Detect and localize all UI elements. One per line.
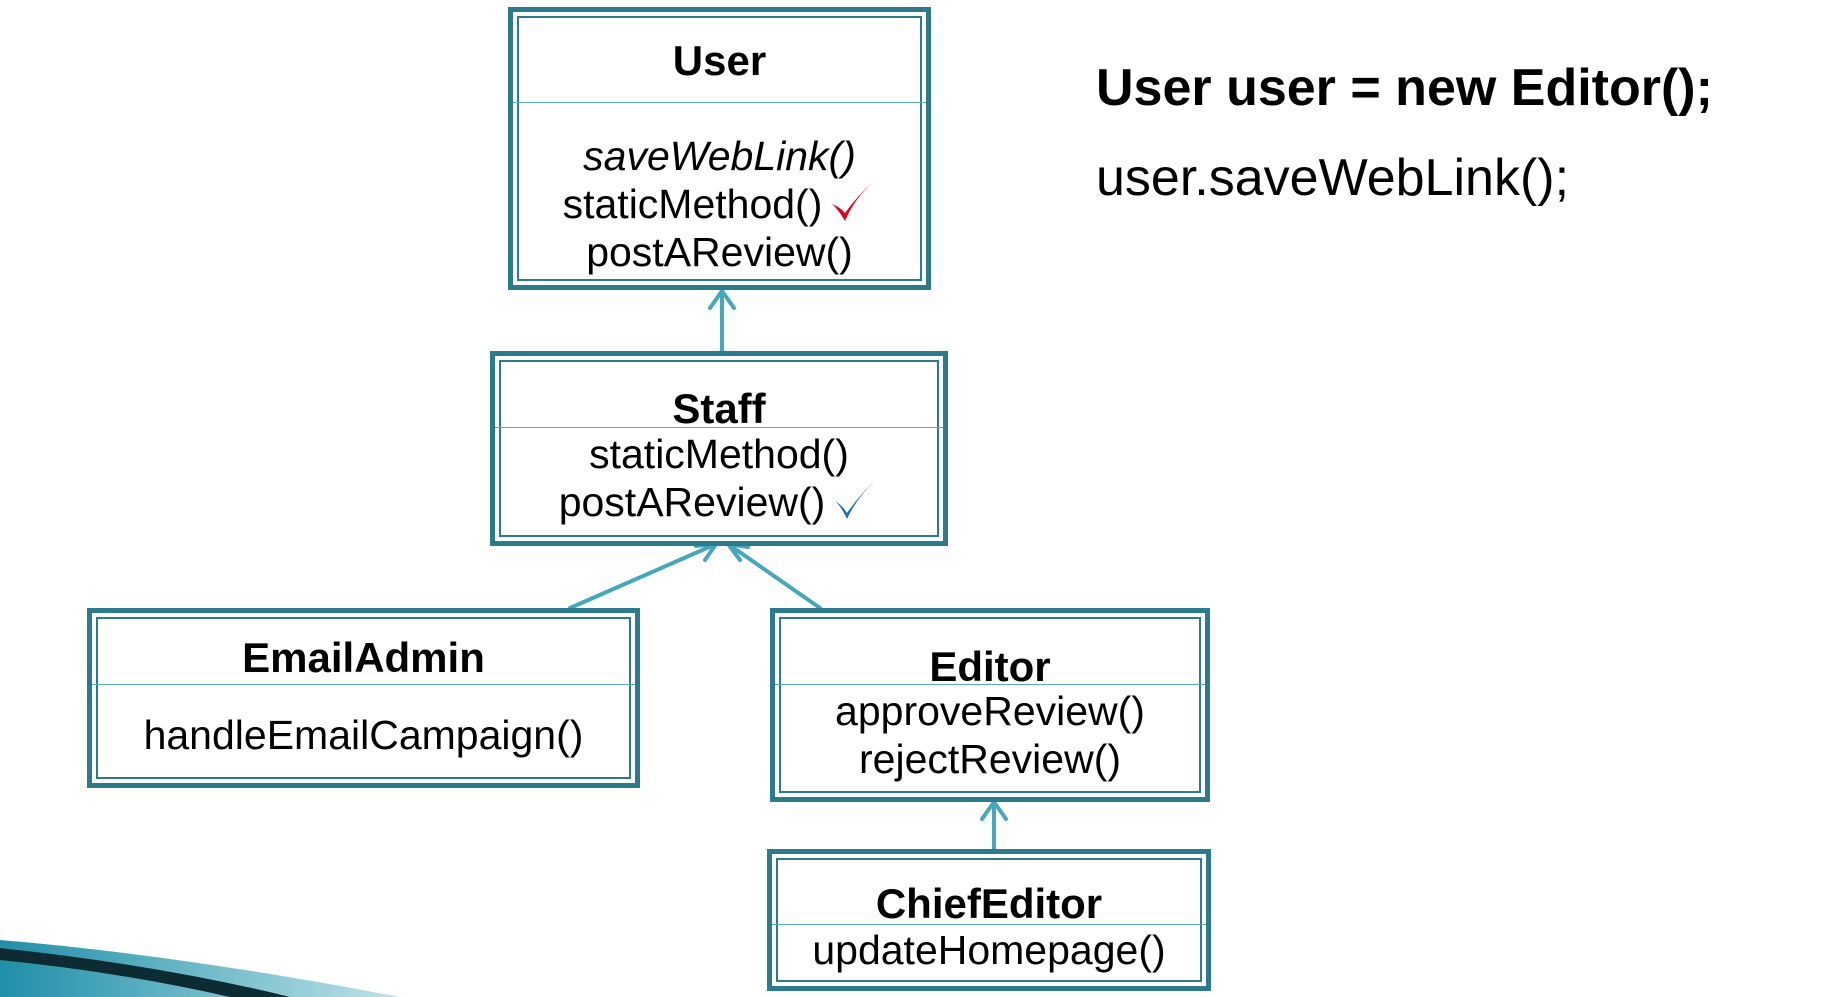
- class-chiefeditor-methods: updateHomepage(): [772, 926, 1206, 974]
- class-emailadmin-name: EmailAdmin: [242, 634, 485, 681]
- class-user-divider: [513, 102, 926, 103]
- method-item: updateHomepage(): [772, 926, 1206, 974]
- method-item: rejectReview(): [775, 735, 1205, 783]
- arrow-emailadmin-to-staff: [568, 542, 718, 610]
- class-staff-methods: staticMethod() postAReview(): [495, 430, 943, 526]
- code-line-method-call: user.saveWebLink();: [1096, 149, 1570, 207]
- method-item: staticMethod(): [495, 430, 943, 478]
- method-item: staticMethod(): [513, 180, 926, 228]
- class-chiefeditor-divider: [772, 924, 1206, 925]
- method-post-a-review: postAReview(): [558, 479, 826, 525]
- check-mark-icon: [832, 181, 875, 222]
- method-update-homepage: updateHomepage(): [812, 927, 1166, 973]
- class-editor-name: Editor: [929, 643, 1051, 690]
- method-save-web-link: saveWebLink(): [583, 133, 856, 179]
- class-chiefeditor-name: ChiefEditor: [875, 880, 1103, 927]
- class-emailadmin: EmailAdmin handleEmailCampaign(): [87, 608, 640, 788]
- method-item: postAReview(): [495, 478, 943, 526]
- method-item: saveWebLink(): [513, 132, 926, 180]
- method-item: approveReview(): [775, 687, 1205, 735]
- method-handle-email-campaign: handleEmailCampaign(): [143, 712, 584, 758]
- class-staff: Staff staticMethod() postAReview(): [490, 351, 948, 546]
- class-staff-name: Staff: [672, 385, 766, 432]
- arrowhead-user: [708, 289, 736, 310]
- class-user-methods: saveWebLink() staticMethod() postAReview…: [513, 132, 926, 276]
- method-item: postAReview(): [513, 228, 926, 276]
- class-user-name: User: [672, 37, 767, 84]
- method-reject-review: rejectReview(): [859, 736, 1121, 782]
- class-emailadmin-methods: handleEmailCampaign(): [92, 711, 635, 759]
- class-editor: Editor approveReview() rejectReview(): [770, 608, 1210, 802]
- arrowhead-editor: [980, 800, 1008, 821]
- method-static-method: staticMethod(): [562, 181, 823, 227]
- method-approve-review: approveReview(): [835, 688, 1145, 734]
- check-mark-icon: [835, 479, 878, 520]
- class-chiefeditor: ChiefEditor updateHomepage(): [767, 849, 1211, 991]
- method-static-method: staticMethod(): [589, 431, 849, 477]
- class-editor-methods: approveReview() rejectReview(): [775, 687, 1205, 783]
- code-line-declaration: User user = new Editor();: [1096, 59, 1713, 117]
- class-staff-divider: [495, 427, 943, 428]
- class-emailadmin-divider: [92, 684, 635, 685]
- class-user: User saveWebLink() staticMethod() postAR…: [508, 7, 931, 290]
- method-post-a-review: postAReview(): [586, 229, 853, 275]
- method-item: handleEmailCampaign(): [92, 711, 635, 759]
- class-editor-divider: [775, 684, 1205, 685]
- arrow-editor-to-staff: [726, 542, 822, 610]
